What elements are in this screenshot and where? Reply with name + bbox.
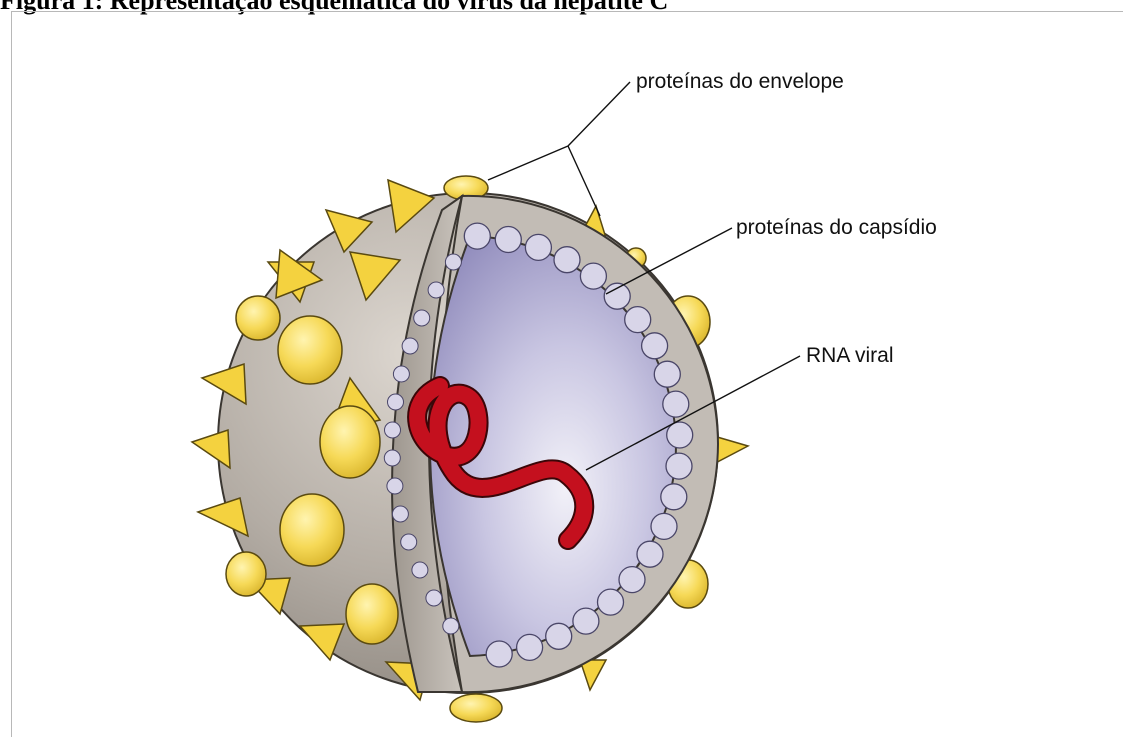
capsid-protein xyxy=(573,608,599,634)
capsid-protein xyxy=(554,247,580,273)
capsid-protein xyxy=(654,361,680,387)
capsid-protein xyxy=(401,534,417,550)
capsid-protein xyxy=(667,422,693,448)
capsid-protein xyxy=(402,338,418,354)
label-viral-rna: RNA viral xyxy=(806,344,894,367)
capsid-protein xyxy=(546,623,572,649)
capsid-protein xyxy=(443,618,459,634)
capsid-protein xyxy=(412,562,428,578)
capsid-protein xyxy=(428,282,444,298)
capsid-protein xyxy=(604,283,630,309)
capsid-protein xyxy=(661,484,687,510)
capsid-protein xyxy=(619,567,645,593)
capsid-protein xyxy=(385,422,401,438)
capsid-protein xyxy=(517,634,543,660)
label-capsid-proteins: proteínas do capsídio xyxy=(736,216,937,239)
capsid-protein xyxy=(495,227,521,253)
capsid-protein xyxy=(388,394,404,410)
capsid-protein xyxy=(663,391,689,417)
capsid-protein xyxy=(637,541,663,567)
capsid-protein xyxy=(525,234,551,260)
capsid-protein xyxy=(464,223,490,249)
label-envelope-proteins: proteínas do envelope xyxy=(636,70,844,93)
capsid-protein xyxy=(387,478,403,494)
capsid-protein xyxy=(642,333,668,359)
capsid-protein xyxy=(393,366,409,382)
capsid-protein xyxy=(666,453,692,479)
capsid-protein xyxy=(445,254,461,270)
capsid-protein xyxy=(384,450,400,466)
capsid-protein xyxy=(392,506,408,522)
capsid-protein xyxy=(426,590,442,606)
capsid-protein xyxy=(580,263,606,289)
capsid-protein xyxy=(598,589,624,615)
capsid-protein xyxy=(625,307,651,333)
capsid-protein xyxy=(486,641,512,667)
capsid-protein xyxy=(651,513,677,539)
capsid-protein xyxy=(414,310,430,326)
